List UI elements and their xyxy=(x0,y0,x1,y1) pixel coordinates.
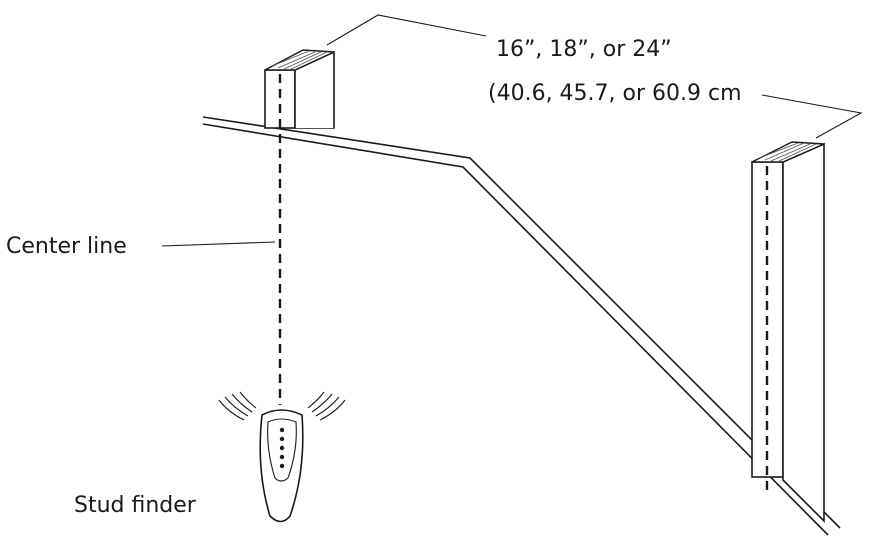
center-line-leader xyxy=(161,241,276,247)
left-stud-grain xyxy=(271,50,328,71)
stud-finder-indicator-dots xyxy=(279,427,285,469)
right-stud-grain xyxy=(758,142,817,163)
signal-waves-right-icon xyxy=(307,391,346,421)
spacing-label-imperial: 16”, 18”, or 24” xyxy=(496,37,672,62)
signal-waves-left-icon xyxy=(218,391,257,421)
right-stud xyxy=(751,141,825,523)
left-stud xyxy=(264,49,335,129)
spacing-label-metric: (40.6, 45.7, or 60.9 cm xyxy=(488,81,742,106)
stud-finder-device xyxy=(218,391,346,523)
stud-finder-label: Stud finder xyxy=(74,493,197,518)
center-line-label: Center line xyxy=(6,234,127,259)
wall-edge xyxy=(202,116,841,536)
spacing-dimension xyxy=(326,14,863,139)
